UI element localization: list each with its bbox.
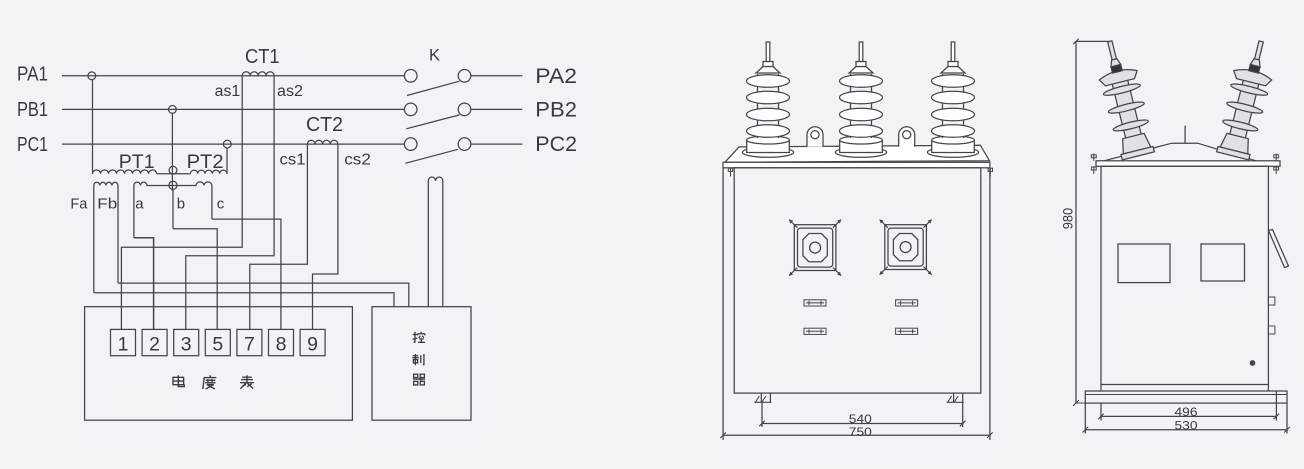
svg-text:as1: as1 bbox=[215, 83, 241, 100]
svg-text:PC2: PC2 bbox=[535, 133, 577, 156]
svg-text:PA1: PA1 bbox=[17, 64, 48, 86]
svg-text:CT1: CT1 bbox=[245, 46, 280, 68]
svg-text:3: 3 bbox=[181, 333, 192, 355]
svg-text:8: 8 bbox=[276, 333, 287, 355]
svg-text:Fb: Fb bbox=[97, 195, 117, 212]
svg-text:PT1: PT1 bbox=[119, 152, 155, 173]
svg-text:496: 496 bbox=[1175, 405, 1198, 419]
svg-text:PB1: PB1 bbox=[17, 99, 48, 121]
svg-text:c: c bbox=[217, 195, 225, 212]
svg-text:PC1: PC1 bbox=[17, 134, 48, 156]
svg-text:1: 1 bbox=[118, 333, 129, 355]
svg-text:5: 5 bbox=[212, 333, 223, 355]
svg-text:980: 980 bbox=[1060, 208, 1075, 229]
svg-text:7: 7 bbox=[244, 333, 255, 355]
svg-text:PT2: PT2 bbox=[187, 152, 224, 173]
svg-text:CT2: CT2 bbox=[306, 114, 343, 136]
svg-text:540: 540 bbox=[849, 412, 872, 426]
svg-text:as2: as2 bbox=[277, 83, 303, 100]
svg-text:Fa: Fa bbox=[70, 195, 88, 212]
svg-text:PA2: PA2 bbox=[535, 65, 577, 88]
svg-text:750: 750 bbox=[849, 425, 872, 439]
svg-text:cs1: cs1 bbox=[280, 152, 306, 169]
svg-text:PB2: PB2 bbox=[535, 98, 577, 121]
svg-text:cs2: cs2 bbox=[344, 152, 371, 169]
svg-text:b: b bbox=[177, 195, 185, 212]
svg-text:K: K bbox=[429, 47, 440, 65]
svg-text:530: 530 bbox=[1175, 418, 1198, 432]
svg-text:a: a bbox=[135, 195, 144, 212]
svg-text:9: 9 bbox=[307, 333, 318, 355]
svg-text:2: 2 bbox=[149, 333, 160, 355]
